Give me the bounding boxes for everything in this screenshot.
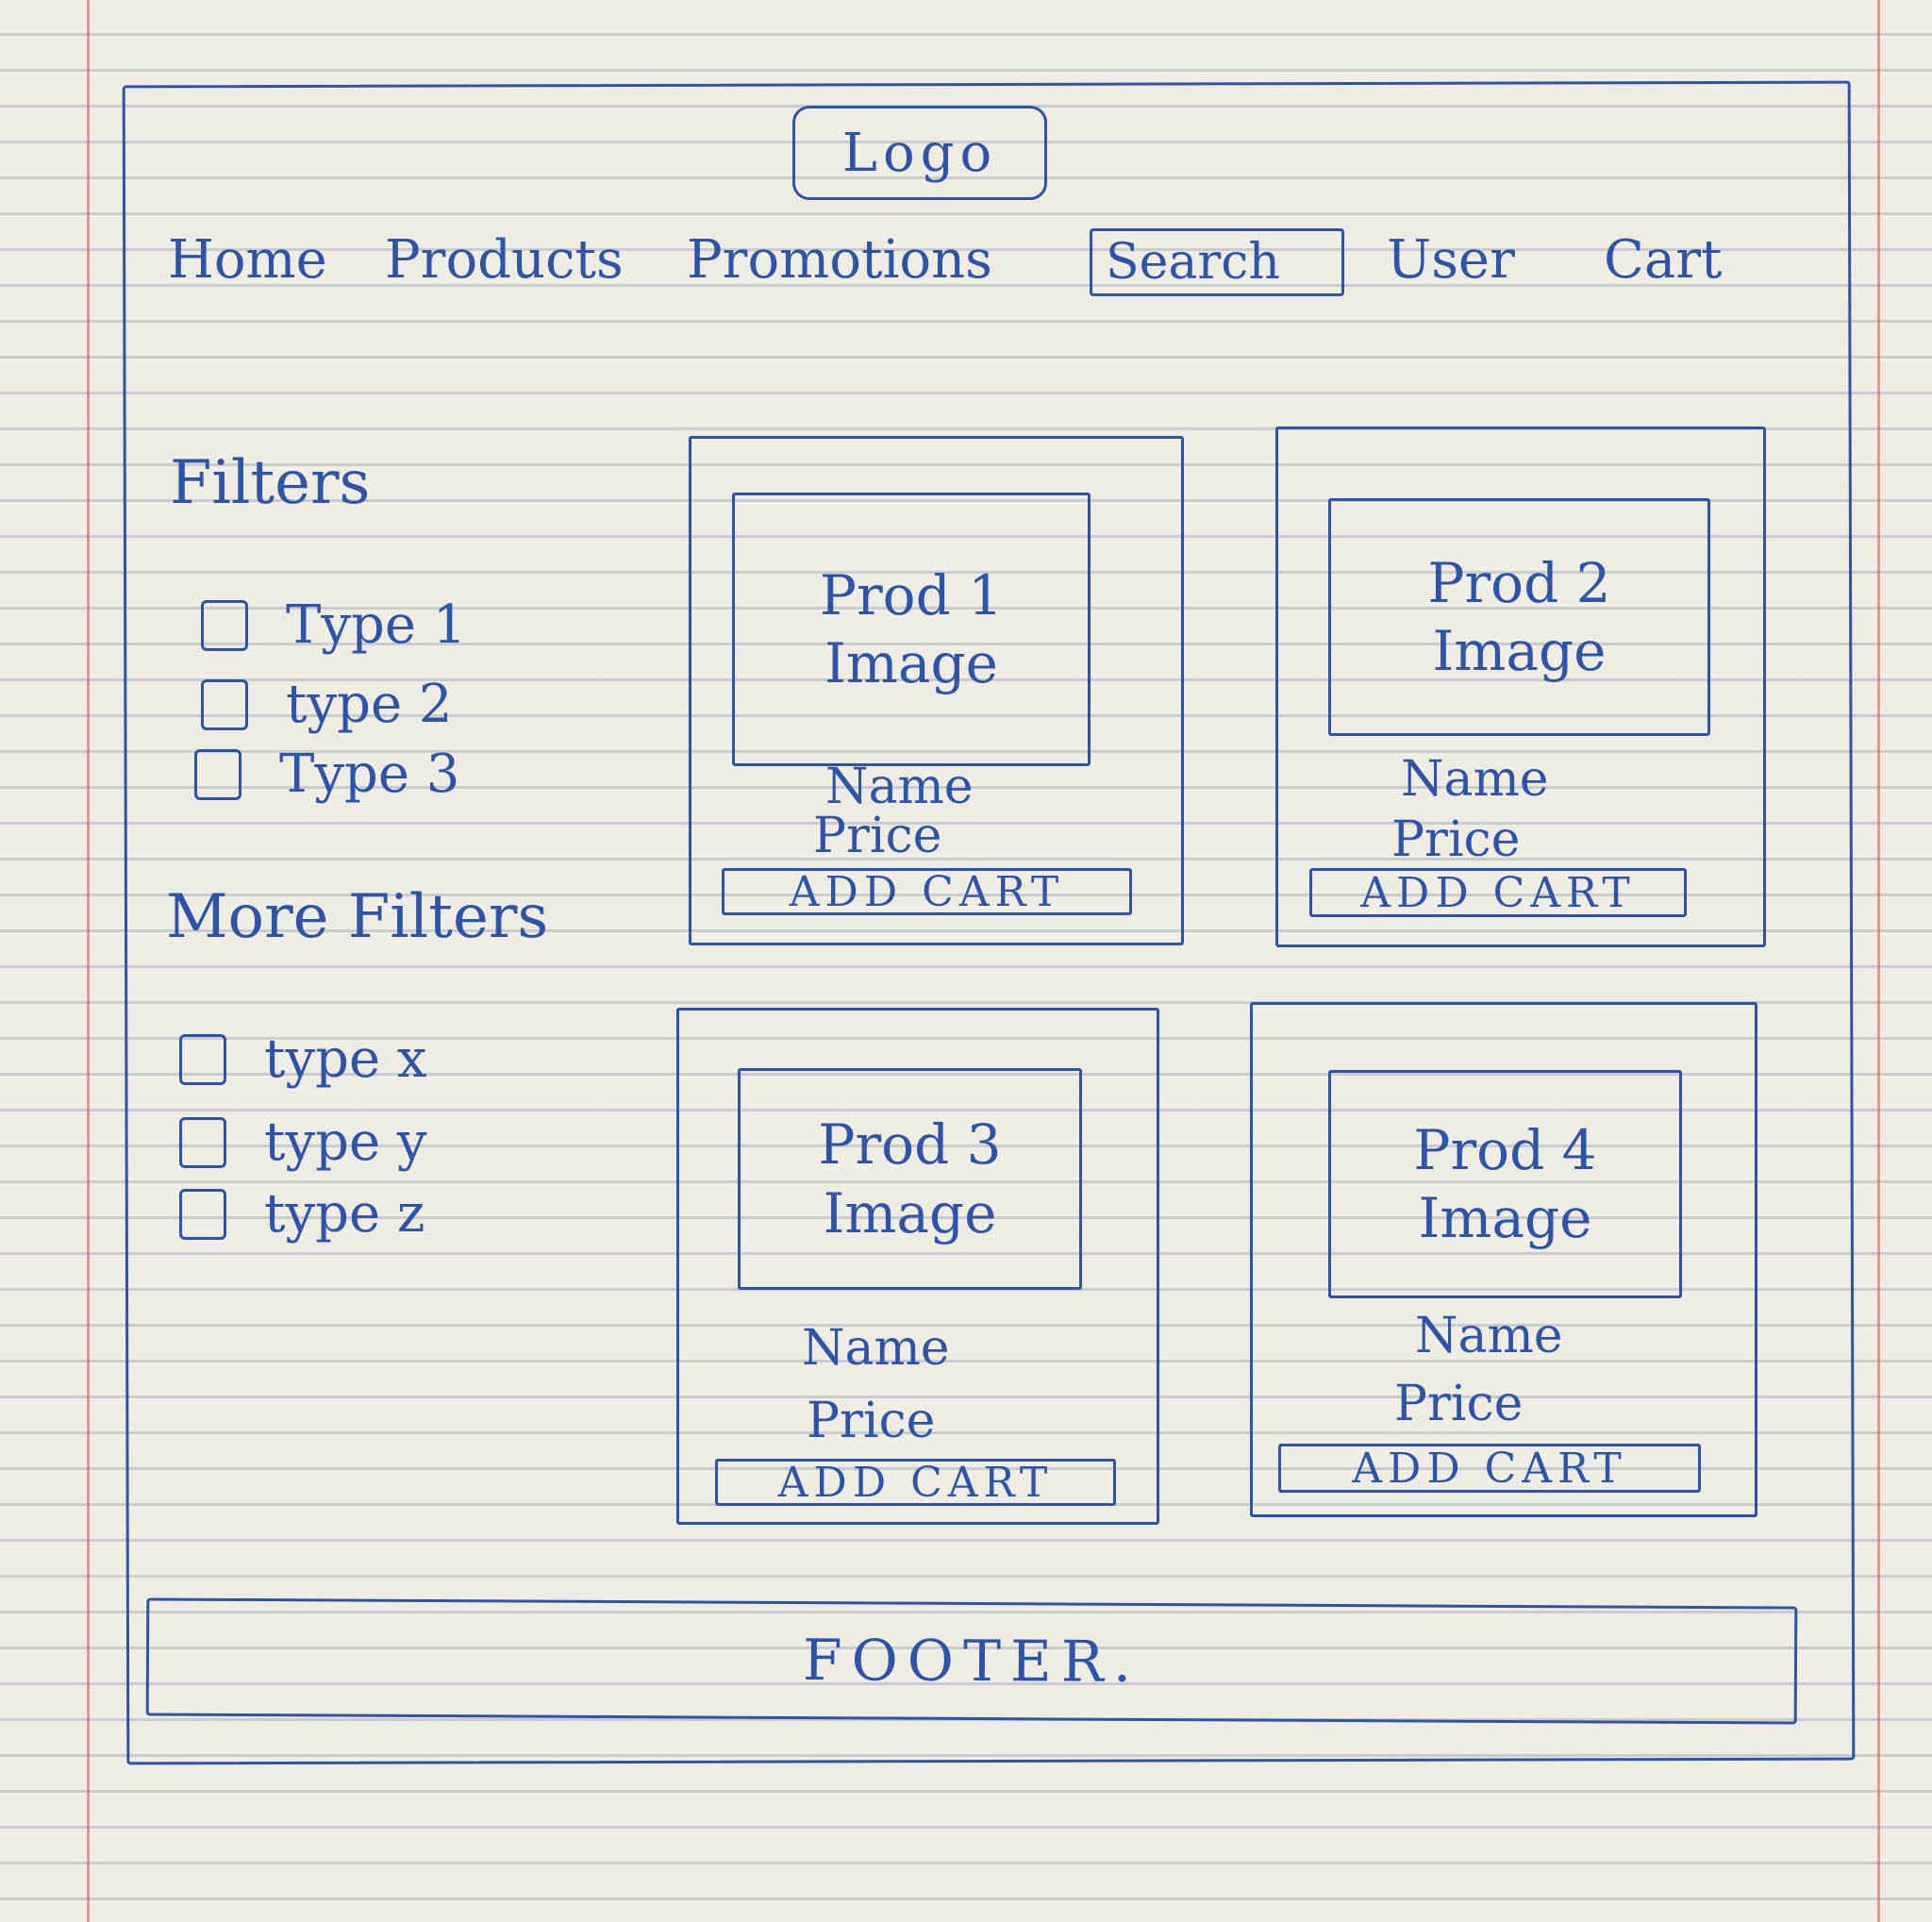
footer: FOOTER. (145, 1597, 1798, 1725)
product-image-title: Prod 3 (818, 1112, 1002, 1177)
nav-products[interactable]: Products (385, 229, 624, 291)
filters-title: Filters (170, 448, 371, 518)
product-name: Name (1401, 751, 1549, 808)
filter-option[interactable]: Type 3 (194, 744, 459, 805)
nav-user[interactable]: User (1387, 229, 1515, 291)
logo[interactable]: Logo (792, 106, 1047, 200)
product-name: Name (802, 1320, 950, 1377)
product-image[interactable]: Prod 4 Image (1328, 1070, 1682, 1298)
product-image-title: Prod 1 (819, 562, 1004, 627)
add-cart-button[interactable]: ADD CART (1278, 1444, 1701, 1493)
filter-label: type z (264, 1183, 425, 1245)
product-card[interactable] (689, 436, 1184, 945)
checkbox[interactable] (201, 599, 248, 651)
product-name: Name (1415, 1308, 1563, 1364)
product-image[interactable]: Prod 3 Image (738, 1068, 1082, 1290)
filter-label: Type 1 (286, 594, 467, 656)
add-cart-button[interactable]: ADD CART (722, 868, 1132, 916)
product-image-label: Image (824, 631, 998, 695)
filter-option[interactable]: type x (179, 1028, 427, 1090)
product-name: Name (825, 759, 974, 815)
filter-label: Type 3 (279, 744, 460, 805)
filter-label: type x (264, 1028, 427, 1090)
product-image[interactable]: Prod 1 Image (732, 493, 1091, 766)
nav-home[interactable]: Home (168, 229, 327, 291)
checkbox[interactable] (179, 1033, 226, 1085)
product-image-label: Image (823, 1180, 997, 1245)
add-cart-button[interactable]: ADD CART (715, 1459, 1116, 1507)
filter-label: type 2 (286, 674, 453, 735)
checkbox[interactable] (179, 1116, 226, 1168)
product-image-title: Prod 4 (1413, 1117, 1597, 1182)
product-image-label: Image (1432, 619, 1607, 683)
product-card[interactable] (1275, 426, 1766, 947)
checkbox[interactable] (179, 1188, 226, 1240)
search-input[interactable]: Search (1090, 228, 1344, 296)
filter-option[interactable]: type y (179, 1111, 427, 1173)
checkbox[interactable] (194, 748, 242, 800)
filter-label: type y (264, 1111, 427, 1173)
product-image-label: Image (1418, 1186, 1592, 1250)
product-image[interactable]: Prod 2 Image (1328, 498, 1710, 736)
product-card[interactable] (676, 1008, 1159, 1525)
nav-promotions[interactable]: Promotions (687, 229, 992, 291)
product-price: Price (1391, 811, 1521, 868)
filter-option[interactable]: type 2 (201, 674, 453, 735)
product-image-title: Prod 2 (1427, 550, 1611, 615)
product-price: Price (813, 808, 942, 864)
more-filters-title: More Filters (166, 882, 549, 952)
checkbox[interactable] (201, 678, 248, 730)
product-price: Price (1394, 1376, 1524, 1432)
product-price: Price (807, 1393, 936, 1449)
filter-option[interactable]: Type 1 (201, 594, 466, 656)
product-card[interactable] (1250, 1002, 1757, 1517)
nav-cart[interactable]: Cart (1604, 229, 1723, 291)
add-cart-button[interactable]: ADD CART (1309, 868, 1687, 917)
filter-option[interactable]: type z (179, 1183, 425, 1245)
